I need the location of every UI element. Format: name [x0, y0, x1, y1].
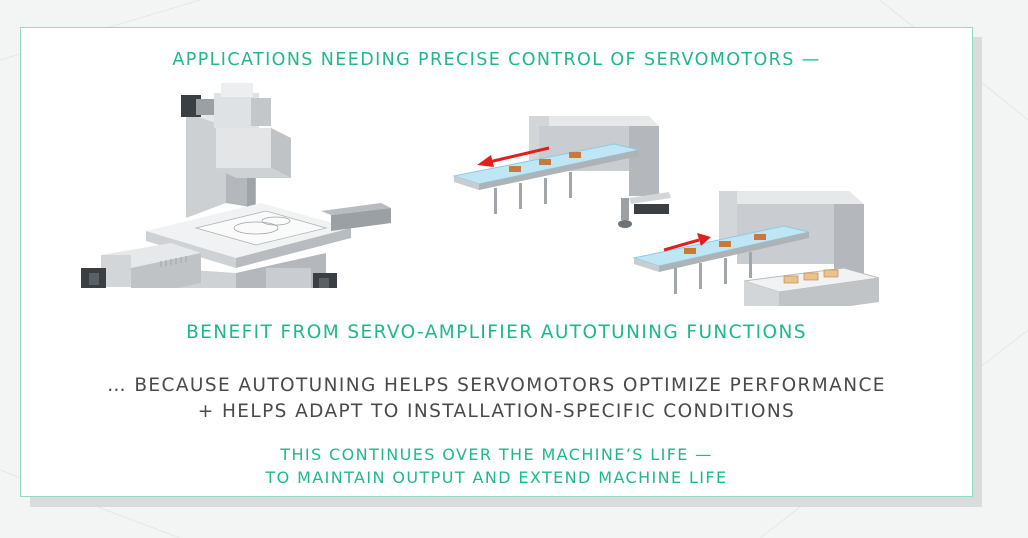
continues-text: THIS CONTINUES OVER THE MACHINE’S LIFE —…: [21, 443, 972, 489]
continues-line-2: TO MAINTAIN OUTPUT AND EXTEND MACHINE LI…: [265, 468, 728, 487]
conveyor-system-illustration: [452, 116, 880, 306]
cnc-machine-illustration: [81, 83, 391, 288]
because-line-1: … BECAUSE AUTOTUNING HELPS SERVOMOTORS O…: [107, 375, 886, 396]
info-card: APPLICATIONS NEEDING PRECISE CONTROL OF …: [20, 27, 973, 497]
continues-line-1: THIS CONTINUES OVER THE MACHINE’S LIFE —: [280, 445, 713, 464]
because-text: … BECAUSE AUTOTUNING HELPS SERVOMOTORS O…: [21, 373, 972, 425]
heading-applications: APPLICATIONS NEEDING PRECISE CONTROL OF …: [172, 50, 821, 70]
heading-benefit: BENEFIT FROM SERVO-AMPLIFIER AUTOTUNING …: [186, 322, 807, 343]
because-line-2: + HELPS ADAPT TO INSTALLATION-SPECIFIC C…: [197, 401, 796, 422]
